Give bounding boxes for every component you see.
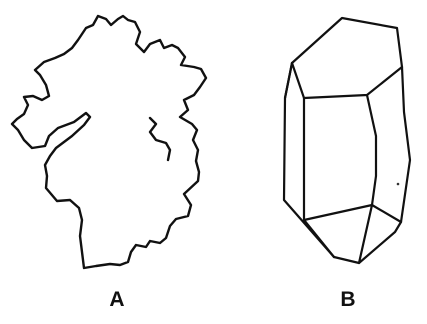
panel-a [12,16,206,268]
panel-label-b: B [340,288,355,311]
embayment-line [150,118,170,160]
lower-termination-edge [304,205,401,222]
prism-face-edge [304,98,334,257]
panel-b [284,18,410,263]
panel-label-a: A [109,288,124,311]
prism-vertical-edge [367,95,376,205]
irregular-grain-outline [12,16,206,268]
upper-termination-edge [292,63,402,98]
left-side-edge [285,63,292,98]
speck-mark [397,183,400,186]
